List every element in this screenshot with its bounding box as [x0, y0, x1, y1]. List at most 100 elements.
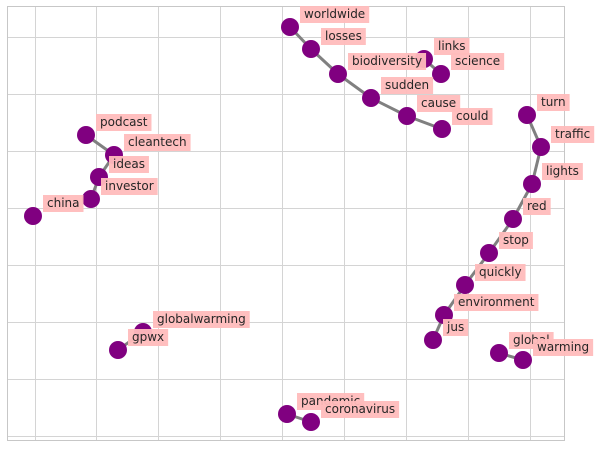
node-lights: [523, 175, 541, 193]
label-text: biodiversity: [352, 54, 422, 68]
label-box: [381, 77, 434, 94]
node-label-investor: investor: [101, 178, 158, 195]
label-box: [451, 53, 505, 70]
label-box: [101, 178, 158, 195]
label-text: gpwx: [132, 330, 164, 344]
node-biodiversity: [329, 65, 347, 83]
node-jus: [424, 331, 442, 349]
node-layer: [24, 18, 550, 431]
node-label-ideas: ideas: [109, 156, 149, 173]
node-quickly: [456, 276, 474, 294]
label-text: worldwide: [304, 7, 365, 21]
label-text: sudden: [385, 78, 429, 92]
label-box: [109, 156, 149, 173]
node-label-traffic: traffic: [551, 126, 595, 143]
node-stop: [480, 244, 498, 262]
node-label-science: science: [451, 53, 505, 70]
node-label-china: china: [43, 195, 84, 212]
edge-layer: [85, 25, 543, 424]
label-text: environment: [458, 295, 535, 309]
label-box: [153, 311, 250, 328]
label-box: [128, 329, 169, 346]
label-box: [523, 198, 551, 215]
label-text: could: [456, 109, 489, 123]
label-text: stop: [503, 233, 529, 247]
node-sudden: [362, 89, 380, 107]
label-text: science: [455, 54, 500, 68]
label-text: globalwarming: [157, 312, 246, 326]
label-box: [533, 339, 594, 356]
node-label-worldwide: worldwide: [300, 6, 370, 23]
label-box: [124, 134, 191, 151]
label-box: [443, 319, 469, 336]
label-box: [452, 108, 493, 125]
node-label-jus: jus: [443, 319, 469, 336]
node-investor: [82, 190, 100, 208]
node-label-warming: warming: [533, 339, 594, 356]
node-worldwide: [281, 18, 299, 36]
label-text: jus: [446, 320, 464, 334]
node-label-losses: losses: [321, 28, 366, 45]
label-text: links: [438, 39, 465, 53]
node-label-turn: turn: [537, 94, 570, 111]
label-text: cleantech: [128, 135, 187, 149]
node-label-cleantech: cleantech: [124, 134, 191, 151]
label-text: traffic: [555, 127, 590, 141]
label-text: podcast: [100, 115, 148, 129]
label-box: [499, 232, 533, 249]
node-china: [24, 207, 42, 225]
label-text: cause: [421, 96, 456, 110]
node-label-sudden: sudden: [381, 77, 434, 94]
label-box: [300, 6, 370, 23]
node-podcast: [77, 126, 95, 144]
label-text: turn: [541, 95, 566, 109]
label-text: investor: [105, 179, 154, 193]
node-label-globalwarming: globalwarming: [153, 311, 250, 328]
label-layer: worldwidelossesbiodiversitysuddencauseco…: [43, 6, 595, 418]
plot-frame: [7, 6, 565, 441]
label-text: coronavirus: [325, 402, 395, 416]
label-box: [321, 28, 366, 45]
label-text: lights: [546, 164, 579, 178]
node-label-biodiversity: biodiversity: [348, 53, 427, 70]
node-global: [490, 344, 508, 362]
label-box: [434, 38, 470, 55]
label-box: [475, 264, 526, 281]
node-pandemic: [278, 405, 296, 423]
label-box: [417, 95, 461, 112]
label-box: [454, 294, 539, 311]
node-label-could: could: [452, 108, 493, 125]
node-label-red: red: [523, 198, 551, 215]
node-cause: [398, 107, 416, 125]
node-label-links: links: [434, 38, 470, 55]
node-losses: [302, 40, 320, 58]
label-box: [551, 126, 595, 143]
label-box: [537, 94, 570, 111]
node-label-quickly: quickly: [475, 264, 526, 281]
node-science: [432, 65, 450, 83]
label-text: losses: [325, 29, 362, 43]
label-box: [321, 401, 400, 418]
label-box: [348, 53, 427, 70]
label-box: [96, 114, 152, 131]
label-box: [43, 195, 84, 212]
label-text: china: [47, 196, 80, 210]
label-box: [542, 163, 583, 180]
node-label-stop: stop: [499, 232, 533, 249]
node-warming: [514, 351, 532, 369]
node-red: [504, 210, 522, 228]
node-label-coronavirus: coronavirus: [321, 401, 400, 418]
node-label-gpwx: gpwx: [128, 329, 169, 346]
label-text: quickly: [479, 265, 522, 279]
grid-lines: [8, 7, 565, 440]
node-gpwx: [109, 341, 127, 359]
node-label-cause: cause: [417, 95, 461, 112]
node-turn: [518, 106, 536, 124]
node-label-podcast: podcast: [96, 114, 152, 131]
label-text: warming: [537, 340, 589, 354]
node-coronavirus: [302, 413, 320, 431]
label-text: red: [527, 199, 547, 213]
node-label-lights: lights: [542, 163, 583, 180]
node-could: [433, 120, 451, 138]
